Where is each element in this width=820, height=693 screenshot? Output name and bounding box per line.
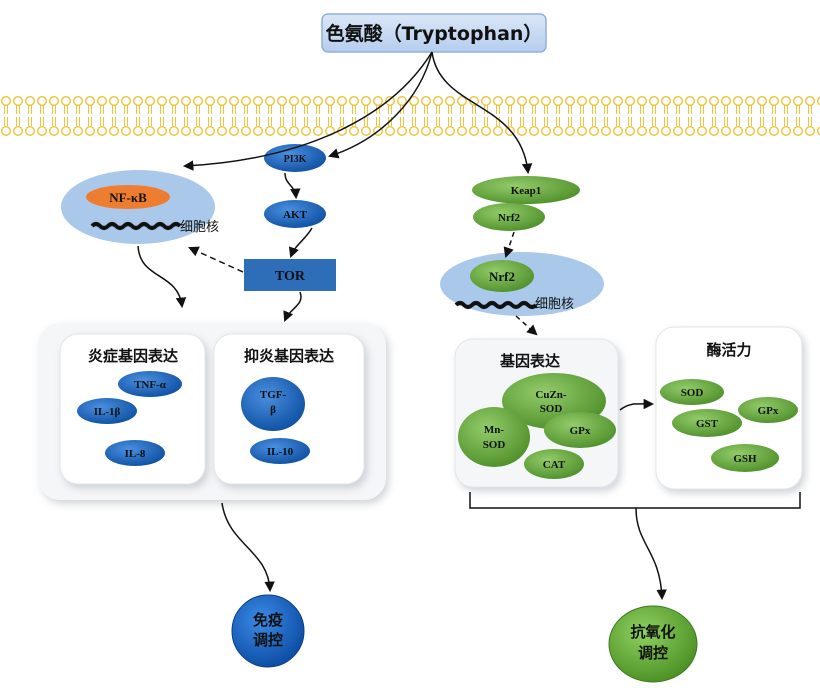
enzyme-gst: GST	[696, 418, 719, 430]
inflammatory-gene-box: 炎症基因表达 TNF-α IL-1β IL-8	[59, 333, 206, 485]
svg-text:SOD: SOD	[540, 403, 563, 415]
gene-tnf-alpha: TNF-α	[134, 379, 167, 391]
svg-text:SOD: SOD	[483, 439, 506, 451]
tryptophan-title-box: 色氨酸（Tryptophan）	[321, 13, 547, 53]
antioxidant-gene-box: 基因表达 CuZn- SOD Mn- SOD GPx CAT	[454, 338, 619, 488]
immune-regulation-outcome: 免疫 调控	[231, 594, 305, 668]
svg-text:抗氧化: 抗氧化	[630, 623, 675, 641]
arrow-trp-to-nfkb	[182, 51, 433, 171]
gene-expression-title: 基因表达	[499, 352, 560, 370]
svg-text:AKT: AKT	[283, 209, 308, 221]
right-nucleus: Nrf2 细胞核	[440, 252, 604, 316]
akt-node: AKT	[264, 200, 326, 228]
inflammatory-title: 炎症基因表达	[88, 347, 178, 365]
svg-text:PI3K: PI3K	[284, 154, 307, 165]
nfkb-label: NF-κB	[109, 190, 147, 205]
anti-inflammatory-gene-box: 抑炎基因表达 TGF- β IL-10	[213, 333, 365, 485]
svg-text:β: β	[270, 404, 276, 416]
gene-cat: CAT	[543, 459, 566, 471]
right-dna-strand	[454, 301, 538, 309]
antioxidant-regulation-outcome: 抗氧化 调控	[608, 605, 698, 683]
gene-gpx: GPx	[570, 425, 591, 437]
arrow-trp-to-pi3k	[328, 51, 433, 159]
tor-node: TOR	[244, 259, 336, 291]
arrow-left-panel-to-immune	[221, 502, 275, 593]
svg-text:Nrf2: Nrf2	[498, 212, 520, 224]
svg-text:Nrf2: Nrf2	[489, 269, 515, 284]
gene-il-1beta: IL-1β	[94, 406, 121, 418]
gene-mn-sod: Mn-	[484, 424, 505, 436]
arrow-nfkb-to-inflammatory	[137, 245, 187, 309]
arrow-trp-to-keap1	[431, 51, 533, 175]
arrow-bracket-to-antioxidant	[635, 507, 667, 601]
left-dna-strand	[90, 222, 182, 230]
right-nucleus-label: 细胞核	[535, 297, 574, 312]
keap1-node: Keap1	[472, 176, 580, 204]
nfkb-node	[86, 185, 170, 209]
nrf2-nucleus-node	[470, 260, 534, 292]
left-nucleus-label: 细胞核	[180, 220, 219, 235]
gene-tgf-beta: TGF-	[260, 389, 287, 401]
arrow-nrf2-to-nucleus	[503, 231, 515, 258]
arrow-nucleus-to-gene-box	[515, 315, 538, 336]
svg-text:Keap1: Keap1	[511, 185, 542, 197]
svg-text:调控: 调控	[638, 644, 668, 662]
enzyme-activity-title: 酶活力	[706, 341, 751, 359]
cell-membrane	[0, 96, 820, 136]
gene-cuzn-sod: CuZn-	[535, 389, 567, 401]
enzyme-gpx: GPx	[758, 405, 779, 417]
anti-inflammatory-title: 抑炎基因表达	[244, 347, 334, 365]
arrow-tor-to-nfkb	[188, 246, 244, 273]
arrow-pi3k-to-akt	[284, 172, 301, 200]
gene-il-8: IL-8	[125, 448, 146, 460]
gene-il-10: IL-10	[267, 446, 294, 458]
enzyme-sod: SOD	[681, 387, 704, 399]
left-nucleus: NF-κB 细胞核	[61, 170, 219, 244]
arrow-gene-to-enzyme	[619, 398, 655, 411]
svg-text:调控: 调控	[253, 631, 283, 649]
nrf2-node-top: Nrf2	[473, 203, 545, 231]
arrow-akt-to-tor	[288, 227, 313, 258]
tryptophan-title: 色氨酸（Tryptophan）	[326, 22, 543, 45]
enzyme-gsh: GSH	[733, 453, 757, 465]
pi3k-node: PI3K	[264, 144, 326, 172]
enzyme-activity-box: 酶活力 SOD GST GPx GSH	[655, 326, 803, 490]
right-bracket	[469, 492, 801, 509]
svg-text:TOR: TOR	[275, 269, 306, 284]
pathway-arrows	[137, 51, 801, 601]
svg-text:免疫: 免疫	[253, 611, 283, 629]
arrow-tor-to-anti-inflammatory	[283, 291, 302, 322]
